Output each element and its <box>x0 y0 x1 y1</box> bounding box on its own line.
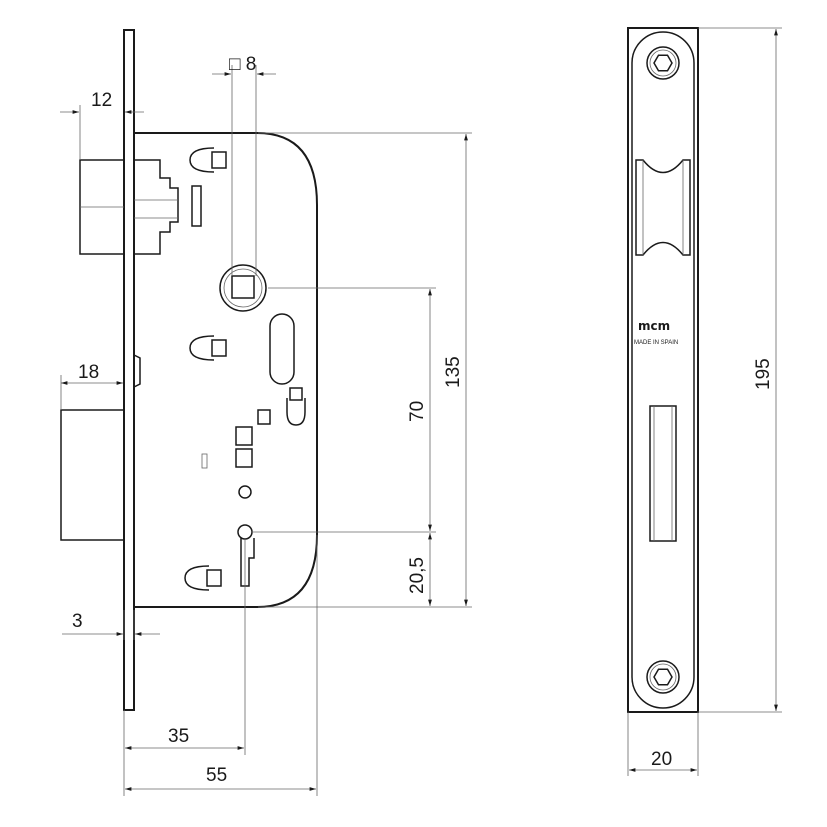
dimension-strike-height: 195 <box>698 27 782 713</box>
dim-deadbolt-throw: 18 <box>78 362 99 383</box>
latch-opening <box>635 159 691 256</box>
dimension-backset: 35 <box>123 540 246 796</box>
dim-case-depth: 55 <box>206 765 227 786</box>
dimension-strike-width: 20 <box>627 712 699 776</box>
screw-boss-bottom <box>184 565 222 591</box>
dim-strike-width: 20 <box>651 749 672 770</box>
faceplate-screw-top <box>646 46 680 80</box>
dim-center-distance: 70 <box>407 401 428 422</box>
faceplate-inner <box>631 31 695 709</box>
dim-case-height: 135 <box>443 356 464 388</box>
made-in-label: MADE IN SPAIN <box>634 340 678 346</box>
inner-mechanism <box>201 387 306 499</box>
brand-logo: mcm <box>638 319 670 333</box>
dim-keyhole-offset: 20,5 <box>407 557 428 594</box>
dimension-forend-thickness: 3 <box>62 610 160 640</box>
mortise-lock-body <box>60 29 318 711</box>
dimension-deadbolt-throw: 18 <box>60 362 123 410</box>
dim-backset: 35 <box>168 726 189 747</box>
dimension-spindle-square: □ 8 <box>212 54 276 276</box>
deadbolt-opening <box>649 405 677 542</box>
dimension-center-distance: 70 <box>252 287 436 533</box>
dim-forend-thickness: 3 <box>72 611 83 632</box>
keyhole <box>237 524 255 587</box>
dim-strike-height: 195 <box>753 358 774 390</box>
faceplate: mcm MADE IN SPAIN <box>627 27 699 713</box>
screw-boss-middle <box>189 335 227 361</box>
dimension-case-depth: 55 <box>125 535 318 796</box>
spindle-hub <box>219 264 267 312</box>
dim-spindle-square: □ 8 <box>229 54 256 75</box>
latch-bolt <box>79 159 202 255</box>
dimension-case-height: 135 <box>258 132 472 608</box>
lock-case <box>134 132 318 608</box>
forend-plate <box>123 29 135 711</box>
deadbolt <box>60 354 141 541</box>
guide-slot <box>269 313 295 385</box>
dim-forend-offset: 12 <box>91 90 112 111</box>
dimension-keyhole-offset: 20,5 <box>407 533 432 606</box>
dimension-forend-offset: 12 <box>60 90 144 160</box>
screw-boss-top <box>189 147 227 173</box>
faceplate-outer <box>627 27 699 713</box>
faceplate-screw-bottom <box>646 660 680 694</box>
